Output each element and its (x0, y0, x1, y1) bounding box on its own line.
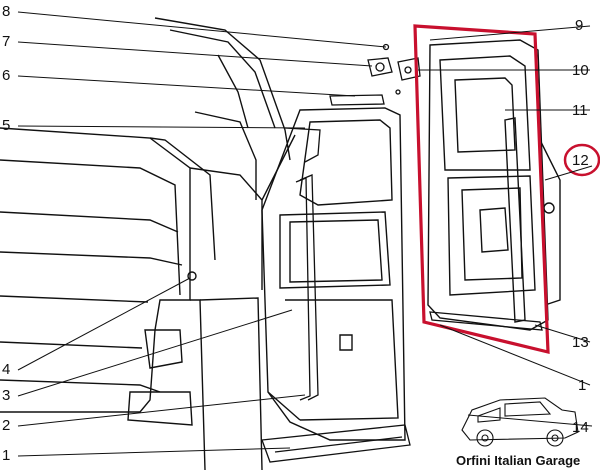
leader-lines (17, 11, 593, 457)
callout-9: 9 (575, 17, 583, 34)
callout-numbers: 8 7 6 5 4 3 2 1 9 10 11 12 13 1 14 (2, 3, 589, 464)
callout-8: 8 (2, 3, 10, 20)
upper-runner (329, 94, 385, 106)
callout-7: 7 (2, 33, 10, 50)
callout-12-highlight-ring (563, 143, 600, 177)
callout-13: 13 (572, 334, 589, 351)
callout-11: 11 (572, 102, 588, 119)
callout-2: 2 (2, 417, 10, 434)
callout-4: 4 (2, 361, 10, 378)
left-door (261, 107, 406, 441)
hinge-bracket (367, 57, 393, 77)
callout-1-right: 1 (578, 377, 586, 394)
watermark-text: Orfini Italian Garage (456, 453, 580, 468)
callout-5: 5 (2, 117, 10, 134)
door-latch (395, 57, 421, 95)
callout-3: 3 (2, 387, 10, 404)
van-body-outline (0, 127, 263, 471)
callout-10: 10 (572, 62, 589, 79)
door-seal-strip (284, 127, 321, 401)
door-sill (261, 424, 411, 463)
van-roof-structure (154, 17, 296, 201)
callout-12: 12 (572, 152, 589, 169)
watermark-logo (461, 397, 579, 447)
highlight-frame (413, 24, 550, 355)
callout-1-left: 1 (2, 447, 10, 464)
callout-6: 6 (2, 67, 10, 84)
lower-seal (429, 311, 543, 331)
